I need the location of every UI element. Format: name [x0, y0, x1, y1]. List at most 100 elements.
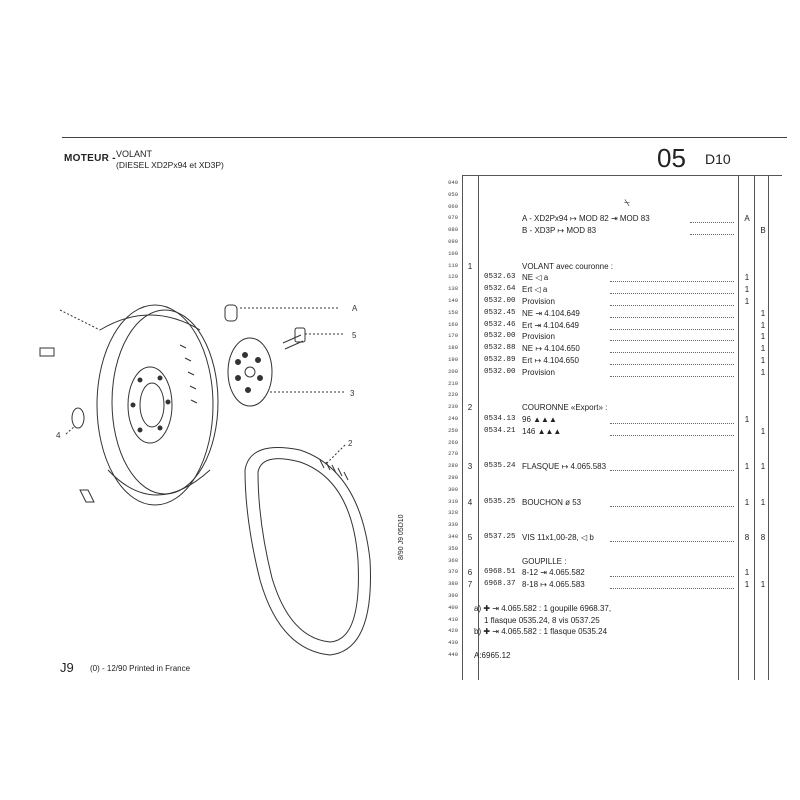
ref-number: 7 [467, 580, 473, 590]
line-number: 340 [448, 533, 458, 540]
qty-a: 1 [744, 568, 750, 578]
leader-dots [610, 541, 734, 542]
line-number: 410 [448, 615, 458, 623]
leader-dots [610, 588, 734, 590]
part-description: NE ⇥ 4.104.649 [522, 308, 580, 318]
part-number: 0532.88 [484, 344, 516, 353]
note-line: a) ✚ ⇥ 4.065.582 : 1 goupille 6968.37, [474, 603, 612, 613]
line-number: 160 [448, 320, 458, 328]
part-number: 0532.64 [484, 285, 516, 294]
leader-dots [690, 222, 734, 224]
table-top-rule [462, 175, 782, 176]
qty-b: 1 [760, 344, 766, 354]
line-number: 370 [448, 568, 458, 576]
part-description: Provision [522, 297, 555, 306]
section-label: MOTEUR - [64, 153, 116, 164]
qty-b: 1 [760, 580, 766, 590]
leader-dots [610, 328, 734, 330]
leader-dots [610, 316, 734, 318]
part-number: 0532.00 [484, 297, 516, 305]
qty-a: 1 [744, 580, 750, 590]
leader-dots [610, 293, 734, 295]
leader-dots [610, 470, 734, 472]
qty-a: 8 [744, 533, 750, 542]
qty-b: 8 [760, 533, 766, 542]
qty-b: 1 [760, 308, 766, 318]
page-subtitle: (DIESEL XD2Px94 et XD3P) [116, 160, 224, 170]
line-number: 100 [448, 249, 458, 257]
line-number: 250 [448, 426, 458, 434]
ref-number: 1 [467, 261, 473, 271]
part-description: Provision [522, 367, 555, 377]
part-number: 0532.00 [484, 367, 516, 376]
engine-symbol: ⍀ [624, 197, 630, 209]
leader-dots [610, 505, 734, 507]
leader-dots [610, 375, 734, 377]
flange-plate [227, 337, 273, 407]
page-number: 05 [657, 143, 686, 173]
line-number: 130 [448, 285, 458, 293]
qty-a: 1 [744, 297, 750, 306]
leader-dots [610, 352, 734, 354]
part-description: FLASQUE ↦ 4.065.583 [522, 462, 607, 472]
callout-5: 5 [352, 331, 357, 340]
pin-lower [79, 489, 95, 503]
part-description: 96 ▲▲▲ [522, 415, 557, 424]
line-number: 260 [448, 438, 458, 446]
line-number: 190 [448, 356, 458, 363]
part-number: 0537.25 [484, 533, 516, 541]
qty-a: 1 [744, 285, 750, 295]
flywheel-hub [127, 366, 173, 444]
qty-a: 1 [744, 497, 750, 507]
line-number: 300 [448, 485, 458, 493]
variant-col: A [744, 214, 750, 224]
vertical-ref: 8/90 J9 05D10 [398, 514, 405, 560]
line-number: 060 [448, 202, 458, 210]
washer [71, 407, 85, 429]
line-number: 050 [448, 190, 458, 198]
line-number: 120 [448, 273, 458, 281]
qty-b: 1 [760, 426, 766, 436]
line-number: 400 [448, 603, 458, 611]
line-number: 360 [448, 556, 458, 564]
qty-a: 1 [744, 415, 750, 424]
ref-number: 3 [467, 462, 473, 472]
qty-b: 1 [760, 367, 766, 377]
line-number: 350 [448, 544, 458, 552]
qty-b: 1 [760, 462, 766, 472]
line-number: 270 [448, 450, 458, 458]
note-line: b) ✚ ⇥ 4.065.582 : 1 flasque 0535.24 [474, 627, 608, 637]
leader-dots [610, 364, 734, 365]
leader-dots [610, 576, 734, 578]
qty-a: 1 [744, 462, 750, 472]
leader-dots [610, 305, 734, 306]
line-number: 200 [448, 367, 458, 375]
part-description: Provision [522, 332, 555, 342]
group-title: COURONNE «Export» : [522, 403, 608, 413]
variant-col: B [760, 226, 766, 236]
line-number: 110 [448, 261, 458, 269]
leader-dots [690, 234, 734, 236]
flywheel-outer [96, 304, 214, 506]
qty-a: 1 [744, 273, 750, 283]
line-number: 240 [448, 415, 458, 422]
line-number: 080 [448, 226, 458, 234]
line-number: 150 [448, 308, 458, 316]
part-number: 0532.45 [484, 308, 516, 317]
part-number: 0532.00 [484, 332, 516, 341]
part-number: 6968.37 [484, 580, 516, 589]
group-title: VOLANT avec couronne : [522, 261, 614, 271]
part-description: Ert ↦ 4.104.650 [522, 356, 579, 365]
line-number: 210 [448, 379, 458, 387]
callout-4: 4 [56, 431, 61, 440]
qty-b: 1 [760, 356, 766, 365]
part-number: 0535.25 [484, 497, 516, 506]
leader-dots [610, 423, 734, 424]
line-number: 170 [448, 332, 458, 340]
line-number: 180 [448, 344, 458, 352]
part-description: BOUCHON ø 53 [522, 497, 582, 507]
line-number: 040 [448, 179, 458, 186]
dowel-pin [224, 304, 238, 322]
part-number: 0532.46 [484, 320, 516, 329]
variant-text: A - XD2Px94 ↦ MOD 82 ⇥ MOD 83 [522, 214, 650, 224]
